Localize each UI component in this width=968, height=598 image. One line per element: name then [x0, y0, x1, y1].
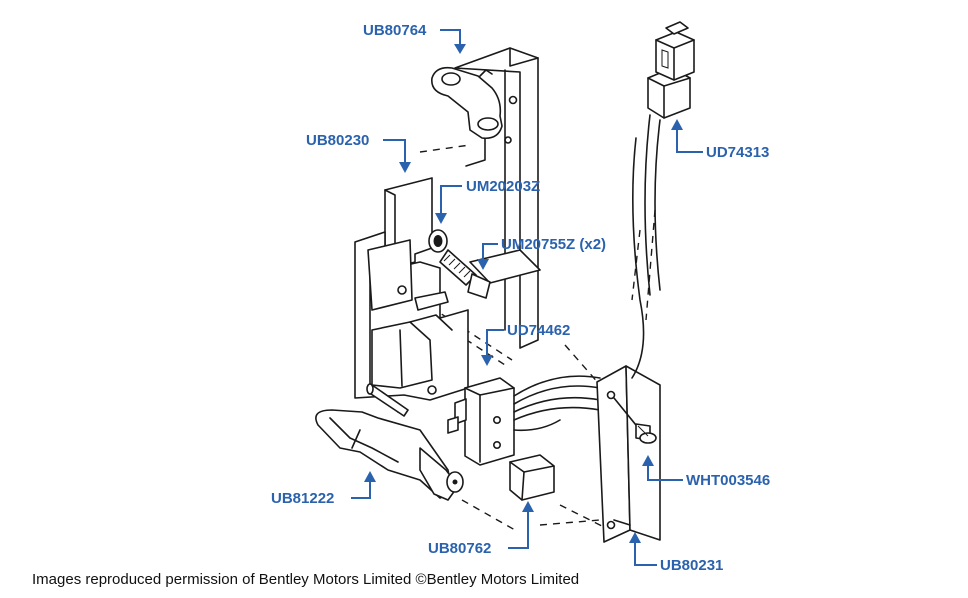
- part-label-um20755z: UM20755Z (x2): [501, 236, 606, 253]
- part-label-ub80762: UB80762: [428, 540, 491, 557]
- cable-connector-illustration: [631, 21, 695, 379]
- callout-ub81222-leader: [351, 471, 376, 499]
- rubber-block-illustration: [509, 454, 555, 501]
- callout-um20203z-leader: [435, 185, 462, 224]
- part-label-ub80764: UB80764: [363, 22, 427, 39]
- micro-switch-illustration: [447, 377, 515, 466]
- callout-ub80764-leader: [440, 29, 466, 54]
- switch-housing-illustration: [354, 177, 469, 413]
- mounting-plate-illustration: [454, 47, 539, 349]
- copyright-caption: Images reproduced permission of Bentley …: [32, 571, 580, 588]
- washer-illustration: [428, 229, 448, 253]
- bracket-illustration: [431, 66, 503, 140]
- lever-illustration: [315, 409, 464, 501]
- callout-ub80230-leader: [383, 139, 411, 173]
- part-label-ub80230: UB80230: [306, 132, 369, 149]
- pin-illustration: [366, 383, 409, 417]
- wire-bundle-illustration: [513, 375, 601, 432]
- callout-ub80231-leader: [629, 532, 657, 566]
- terminal-board-illustration: [596, 365, 661, 543]
- callout-um20755z-leader: [477, 243, 498, 270]
- part-label-um20203z: UM20203Z: [466, 178, 540, 195]
- part-label-ub81222: UB81222: [271, 490, 334, 507]
- part-label-ub80231: UB80231: [660, 557, 723, 574]
- part-label-ud74313: UD74313: [706, 144, 769, 161]
- callout-ud74313-leader: [671, 119, 703, 153]
- part-label-ud74462: UD74462: [507, 322, 570, 339]
- callout-ud74462-leader: [481, 329, 504, 366]
- part-label-wht003546: WHT003546: [686, 472, 770, 489]
- screw-illustration: [439, 249, 491, 299]
- terminal-screw-illustration: [635, 423, 657, 444]
- callout-wht003546-leader: [642, 455, 683, 481]
- callout-ub80762-leader: [508, 501, 534, 549]
- gasket-plate-illustration: [469, 249, 541, 284]
